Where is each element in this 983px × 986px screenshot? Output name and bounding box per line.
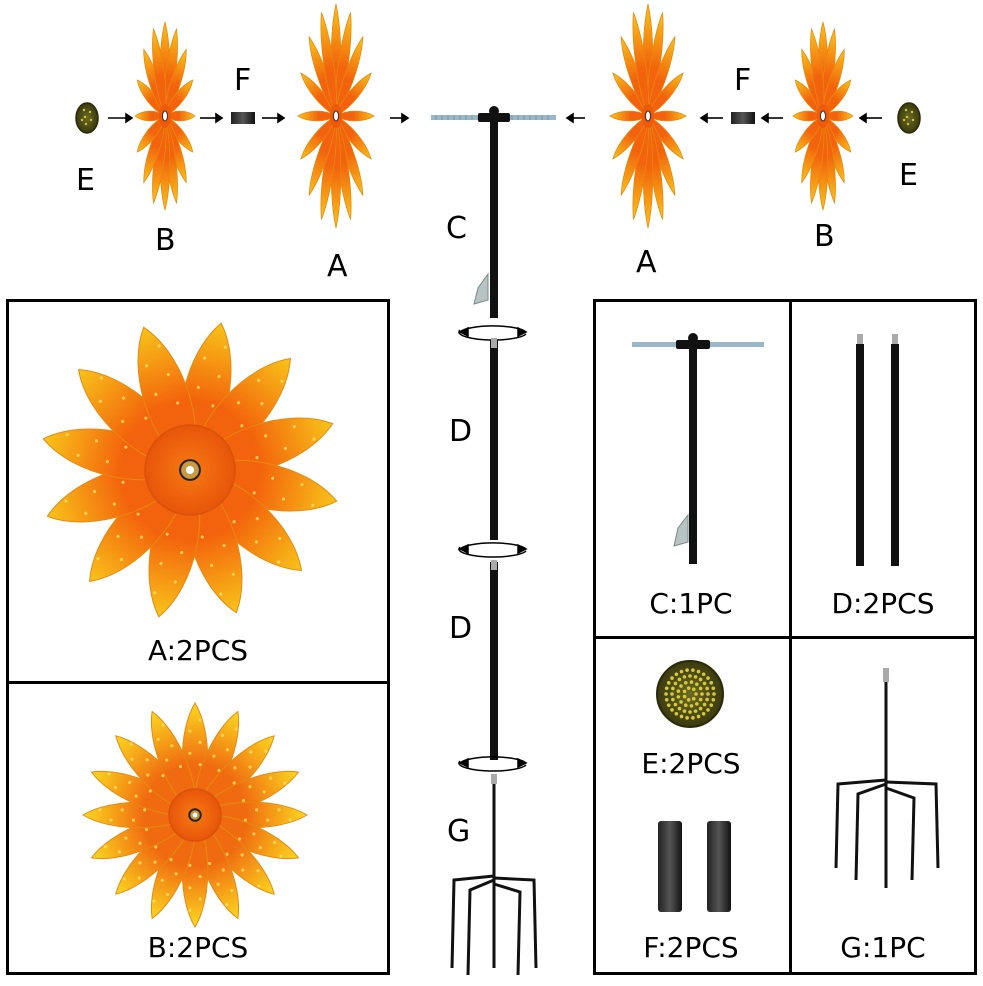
arrows-right bbox=[565, 112, 882, 124]
label-d-lower: D bbox=[449, 611, 473, 646]
caption-g: G:1PC bbox=[840, 931, 926, 964]
panel-left-divider bbox=[6, 681, 390, 684]
label-b-left: B bbox=[155, 223, 176, 258]
label-c: C bbox=[446, 211, 467, 246]
f-tube-right-icon bbox=[731, 112, 755, 124]
panel-left bbox=[6, 299, 390, 975]
label-f-left: F bbox=[234, 63, 252, 98]
panel-right-vdivider bbox=[789, 299, 792, 975]
twist-arrows-1-icon bbox=[458, 325, 528, 341]
flower-b-right-side-icon bbox=[792, 21, 854, 211]
flower-b-large-icon bbox=[82, 702, 308, 928]
caption-e: E:2PCS bbox=[641, 747, 741, 780]
twist-arrows-2-icon bbox=[458, 542, 528, 558]
twist-arrows-3-icon bbox=[458, 756, 528, 772]
label-b-right: B bbox=[814, 219, 835, 254]
label-e-right: E bbox=[899, 158, 918, 193]
flower-b-left-side-icon bbox=[134, 21, 196, 211]
label-e-left: E bbox=[76, 163, 95, 198]
arrows-left bbox=[108, 112, 410, 124]
stake-g-detail-icon bbox=[834, 668, 940, 888]
pole-d-lower-icon bbox=[490, 562, 498, 760]
caption-a: A:2PCS bbox=[147, 634, 249, 667]
pole-d-detail-icon bbox=[856, 334, 899, 566]
stake-g-center-icon bbox=[450, 774, 538, 976]
label-g: G bbox=[447, 814, 471, 849]
f-tube-left-icon bbox=[231, 112, 255, 124]
label-d-upper: D bbox=[449, 414, 473, 449]
flower-a-large-icon bbox=[42, 322, 338, 618]
pole-d-upper-icon bbox=[490, 340, 498, 540]
caption-c: C:1PC bbox=[649, 587, 733, 620]
caption-d: D:2PCS bbox=[831, 587, 935, 620]
label-a-left: A bbox=[327, 249, 348, 284]
caption-b: B:2PCS bbox=[147, 931, 249, 964]
flower-a-right-side-icon bbox=[609, 3, 687, 229]
stem-c-assembly-icon bbox=[431, 106, 556, 318]
label-f-right: F bbox=[734, 63, 752, 98]
panel-right-hdivider bbox=[593, 636, 977, 639]
flower-a-left-side-icon bbox=[297, 3, 375, 229]
e-cap-left-icon bbox=[75, 102, 99, 134]
e-cap-right-icon bbox=[897, 102, 921, 134]
stem-c-detail-icon bbox=[632, 333, 764, 564]
label-a-right: A bbox=[636, 245, 657, 280]
e-cap-detail-icon bbox=[656, 660, 724, 728]
caption-f: F:2PCS bbox=[643, 931, 739, 964]
f-tube-detail-icon bbox=[658, 821, 731, 912]
